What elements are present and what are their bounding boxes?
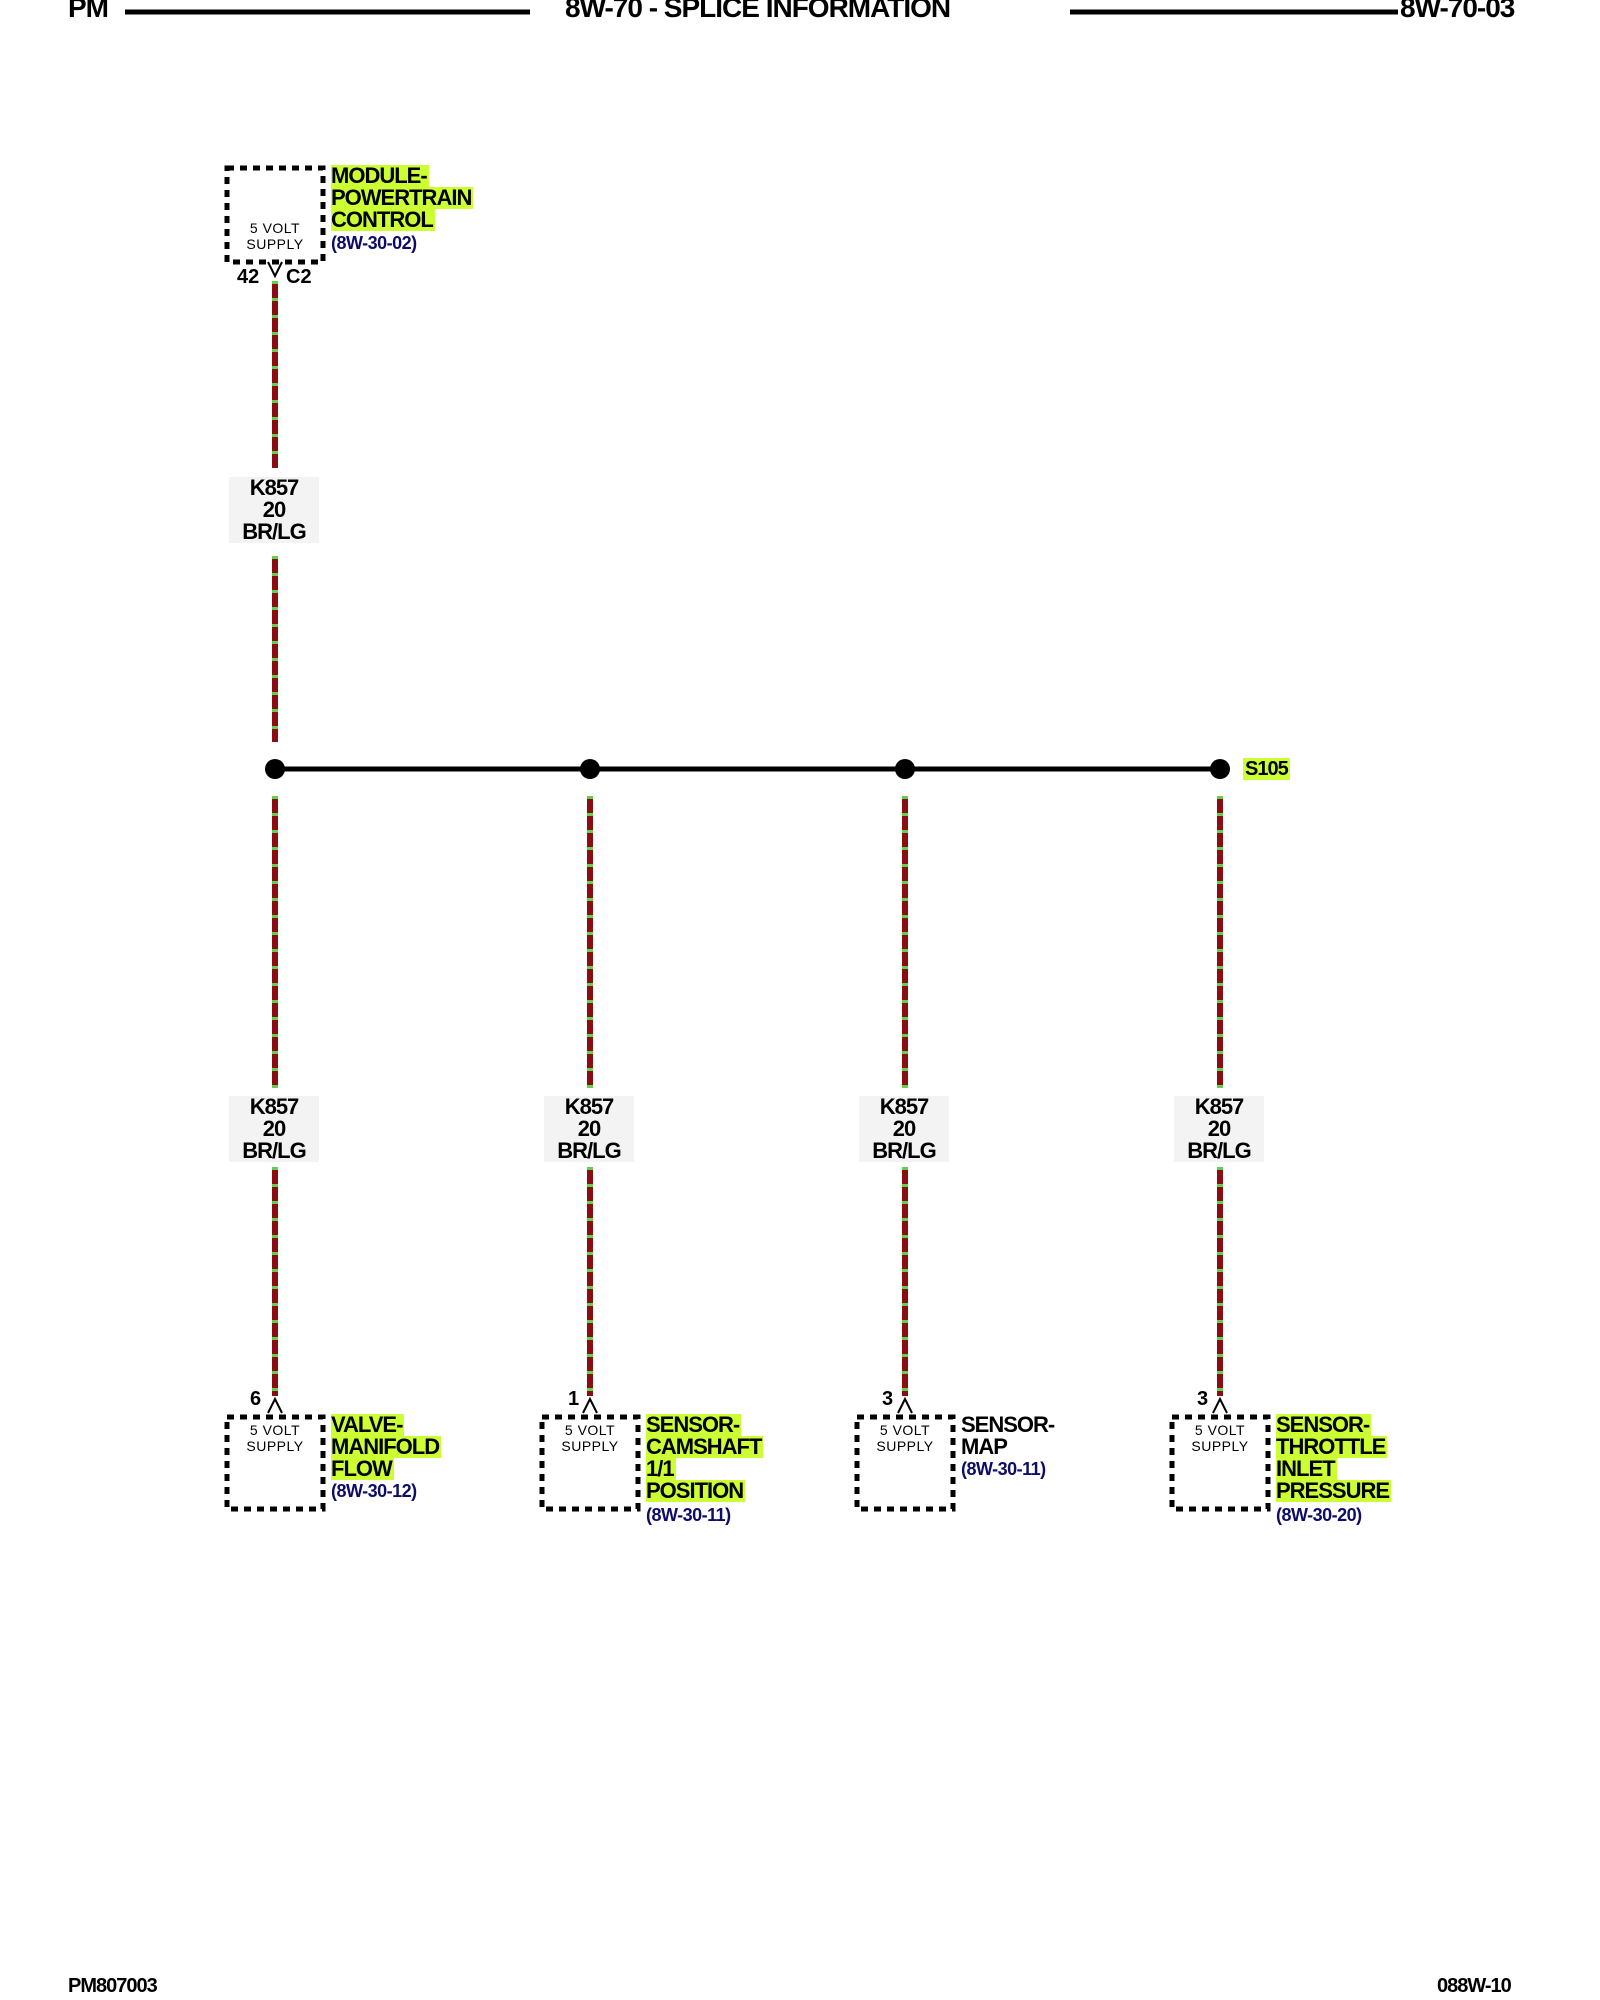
connector-symbol — [267, 261, 283, 279]
module-name: MODULE- POWERTRAIN CONTROL — [331, 163, 474, 232]
component-name-line: MAP — [961, 1434, 1008, 1459]
component-name-line: VALVE- — [331, 1412, 405, 1437]
wire-gauge: 20 — [1207, 1116, 1231, 1141]
connector-symbol — [582, 1396, 598, 1414]
wire-color: BR/LG — [872, 1138, 936, 1163]
component-supply-label: 5 VOLT SUPPLY — [1172, 1422, 1268, 1454]
component-name-line: POSITION — [646, 1478, 746, 1503]
wire-label-branch: K857 20 BR/LG — [859, 1096, 949, 1162]
wire-color: BR/LG — [242, 1138, 306, 1163]
wire-color: BR/LG — [557, 1138, 621, 1163]
connector-symbol — [1212, 1396, 1228, 1414]
component-name: VALVE- MANIFOLD FLOW — [331, 1412, 442, 1481]
header-section-code: PM — [68, 0, 109, 23]
connector-symbol — [267, 1396, 283, 1414]
module-supply-line: 5 VOLT — [249, 220, 301, 236]
footer-revision: 088W-10 — [1437, 1975, 1512, 1997]
wire-gauge: 20 — [262, 497, 286, 522]
splice-node — [580, 759, 600, 779]
component-outline — [539, 1414, 641, 1512]
wire-label-branch: K857 20 BR/LG — [1174, 1096, 1264, 1162]
wire-label-pcm: K857 20 BR/LG — [229, 477, 319, 543]
component-pin-number: 1 — [568, 1388, 580, 1410]
component-name-line: SENSOR- — [1276, 1412, 1372, 1437]
component-supply-line: 5 VOLT — [879, 1422, 931, 1438]
splice-node — [895, 759, 915, 779]
component-name-line: PRESSURE — [1276, 1478, 1392, 1503]
module-name-line: MODULE- — [331, 163, 429, 188]
wire-circuit: K857 — [564, 1094, 615, 1119]
wire-circuit: K857 — [249, 475, 300, 500]
component-name-line: THROTTLE — [1276, 1434, 1388, 1459]
wire-label-branch: K857 20 BR/LG — [544, 1096, 634, 1162]
component-name-line: FLOW — [331, 1456, 394, 1481]
component-supply-line: SUPPLY — [561, 1438, 619, 1454]
component-pin-number: 6 — [250, 1388, 262, 1410]
wire-gauge: 20 — [577, 1116, 601, 1141]
component-ref-link[interactable]: (8W-30-11) — [646, 1505, 731, 1525]
page-number: 8W-70-03 — [1400, 0, 1515, 23]
component-name: SENSOR- CAMSHAFT 1/1 POSITION — [646, 1412, 764, 1503]
footer-figure-id: PM807003 — [68, 1975, 158, 1997]
module-pin-number: 42 — [237, 266, 260, 288]
component-name: SENSOR- THROTTLE INLET PRESSURE — [1276, 1412, 1392, 1503]
wire-label-branch: K857 20 BR/LG — [229, 1096, 319, 1162]
wire-circuit: K857 — [879, 1094, 930, 1119]
splice-label: S105 — [1243, 758, 1290, 780]
component-outline — [224, 1414, 326, 1512]
component-ref-link[interactable]: (8W-30-11) — [961, 1459, 1046, 1479]
component-name-line: SENSOR- — [961, 1412, 1055, 1437]
component-supply-label: 5 VOLT SUPPLY — [227, 1422, 323, 1454]
connector-symbol — [897, 1396, 913, 1414]
component-outline — [1169, 1414, 1271, 1512]
component-supply-label: 5 VOLT SUPPLY — [542, 1422, 638, 1454]
wire-color: BR/LG — [1187, 1138, 1251, 1163]
wire-color: BR/LG — [242, 519, 306, 544]
splice-node — [265, 759, 285, 779]
component-name-line: 1/1 — [646, 1456, 676, 1481]
component-supply-line: SUPPLY — [876, 1438, 934, 1454]
component-name-line: INLET — [1276, 1456, 1337, 1481]
component-name-line: CAMSHAFT — [646, 1434, 764, 1459]
component-outline — [854, 1414, 956, 1512]
splice-node — [1210, 759, 1230, 779]
component-ref-link[interactable]: (8W-30-12) — [331, 1481, 417, 1501]
page-title: 8W-70 - SPLICE INFORMATION — [565, 0, 951, 23]
component-pin-number: 3 — [882, 1388, 894, 1410]
module-supply-label: 5 VOLT SUPPLY — [227, 220, 323, 252]
component-pin-number: 3 — [1197, 1388, 1209, 1410]
component-supply-line: 5 VOLT — [249, 1422, 301, 1438]
component-ref-link[interactable]: (8W-30-20) — [1276, 1505, 1362, 1525]
component-supply-line: SUPPLY — [1191, 1438, 1249, 1454]
module-ref-link[interactable]: (8W-30-02) — [331, 233, 417, 253]
module-supply-line: SUPPLY — [246, 236, 304, 252]
component-supply-line: 5 VOLT — [564, 1422, 616, 1438]
wire-gauge: 20 — [892, 1116, 916, 1141]
component-supply-line: 5 VOLT — [1194, 1422, 1246, 1438]
component-name-line: MANIFOLD — [331, 1434, 442, 1459]
component-supply-line: SUPPLY — [246, 1438, 304, 1454]
wire-circuit: K857 — [249, 1094, 300, 1119]
component-outline — [224, 165, 326, 265]
component-supply-label: 5 VOLT SUPPLY — [857, 1422, 953, 1454]
component-name: SENSOR- MAP — [961, 1412, 1055, 1459]
module-connector-id: C2 — [286, 266, 312, 288]
component-name-line: SENSOR- — [646, 1412, 742, 1437]
module-name-line: CONTROL — [331, 207, 435, 232]
wire-circuit: K857 — [1194, 1094, 1245, 1119]
wire-gauge: 20 — [262, 1116, 286, 1141]
module-name-line: POWERTRAIN — [331, 185, 474, 210]
